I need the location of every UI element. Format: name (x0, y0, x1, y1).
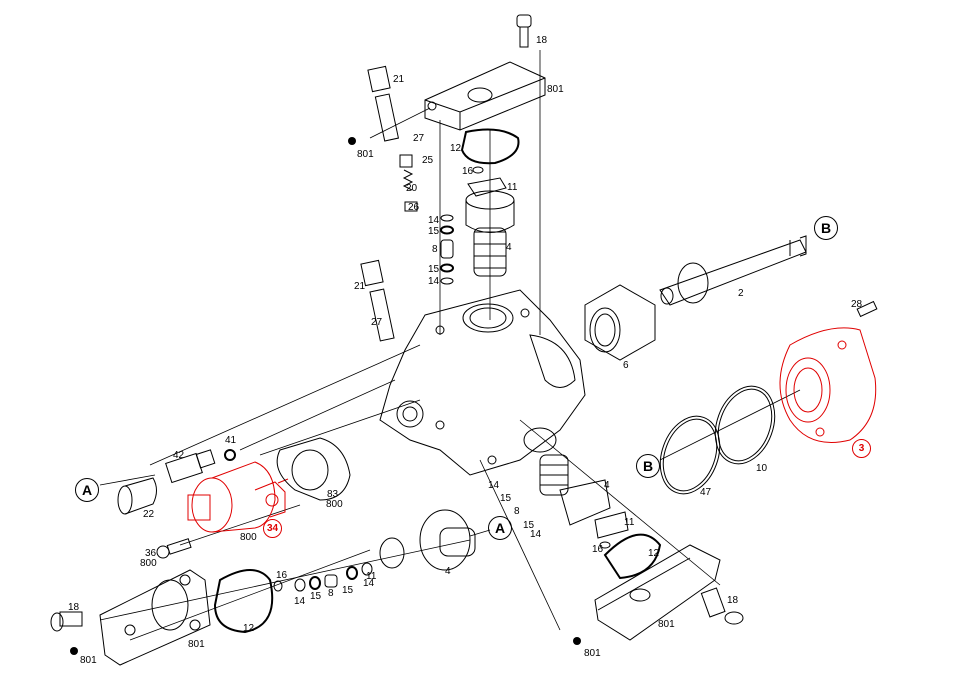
leader-lines (99, 50, 801, 641)
part-label: 4 (445, 566, 451, 577)
part-label: 15 (500, 493, 512, 504)
part-label: 14 (428, 276, 440, 287)
collar-6 (584, 284, 656, 361)
part-label: 800 (240, 532, 257, 543)
part-label: 22 (143, 509, 155, 520)
part-label: 27 (371, 317, 383, 328)
part-label: 801 (658, 619, 675, 630)
part-label: 42 (173, 450, 185, 461)
screw-28 (856, 300, 878, 318)
lower-valve-stack (273, 509, 476, 592)
part-label: 83 (327, 489, 339, 500)
part-label: 14 (530, 529, 542, 540)
callout-a-right: A (488, 516, 512, 540)
part-label: 16 (592, 544, 604, 555)
callout-b-rings: B (636, 454, 660, 478)
o-ring-47 (659, 415, 721, 495)
lower-right-element (539, 454, 662, 580)
part-label: 16 (276, 570, 288, 581)
part-label: 15 (310, 591, 322, 602)
part-label: 41 (225, 435, 237, 446)
part-label: 47 (700, 487, 712, 498)
bolt-18-lower-right (700, 587, 744, 625)
part-label: 8 (432, 244, 438, 255)
part-label: 2 (738, 288, 744, 299)
part-label: 801 (584, 648, 601, 659)
cap-22 (117, 477, 157, 515)
screws-801 (70, 137, 581, 655)
part-label: 20 (406, 183, 418, 194)
lower-cover-801 (99, 569, 211, 666)
bolt-18 (516, 14, 532, 48)
part-label: 10 (756, 463, 768, 474)
fitting-42 (165, 449, 216, 484)
part-label: 25 (422, 155, 434, 166)
metering-unit-34 (187, 461, 289, 533)
part-label: 12 (648, 548, 660, 559)
seal-12-lower (213, 569, 274, 634)
seal-41 (224, 449, 236, 461)
part-label: 18 (536, 35, 548, 46)
lower-right-cover-801 (594, 544, 721, 641)
part-label: 15 (342, 585, 354, 596)
part-label: 18 (68, 602, 80, 613)
part-label: 15 (428, 264, 440, 275)
part-label: 15 (523, 520, 535, 531)
pump-body (379, 289, 586, 476)
part-label: 28 (851, 299, 863, 310)
part-label: 18 (727, 595, 739, 606)
part-label: 36 (145, 548, 157, 559)
part-label: 12 (450, 143, 462, 154)
gasket-83 (276, 437, 351, 501)
o-ring-10-inner (717, 388, 773, 462)
part-label: 801 (188, 639, 205, 650)
part-3-badge: 3 (852, 439, 871, 458)
part-label: 801 (547, 84, 564, 95)
part-label: 12 (243, 623, 255, 634)
part-label: 21 (354, 281, 366, 292)
part-label: 16 (462, 166, 474, 177)
o-ring-47-inner (662, 418, 718, 492)
part-label: 8 (514, 506, 520, 517)
part-label: 801 (80, 655, 97, 666)
part-label: 15 (428, 226, 440, 237)
part-label: 14 (363, 578, 375, 589)
part-label: 4 (604, 480, 610, 491)
part-label: 14 (488, 480, 500, 491)
part-label: 4 (506, 242, 512, 253)
part-label: 800 (140, 558, 157, 569)
part-34-badge: 34 (263, 519, 282, 538)
flange-3 (779, 327, 877, 443)
valve-stack-upper (360, 65, 454, 342)
bolt-18-lower-left (50, 611, 83, 632)
screw-36 (156, 538, 192, 559)
callout-b-shaft: B (814, 216, 838, 240)
part-label: 27 (413, 133, 425, 144)
part-label: 14 (294, 596, 306, 607)
drive-shaft-2 (659, 235, 807, 306)
part-label: 14 (428, 215, 440, 226)
part-label: 6 (623, 360, 629, 371)
part-label: 800 (326, 499, 343, 510)
part-label: 11 (507, 182, 518, 193)
o-ring-10 (714, 385, 776, 465)
callout-a-left: A (75, 478, 99, 502)
part-label: 801 (357, 149, 374, 160)
part-label: 8 (328, 588, 334, 599)
upper-element (460, 128, 520, 277)
part-label: 11 (624, 517, 635, 528)
part-label: 26 (408, 202, 420, 213)
top-cover-801 (424, 61, 546, 131)
part-label: 11 (366, 571, 377, 582)
part-label: 21 (393, 74, 405, 85)
